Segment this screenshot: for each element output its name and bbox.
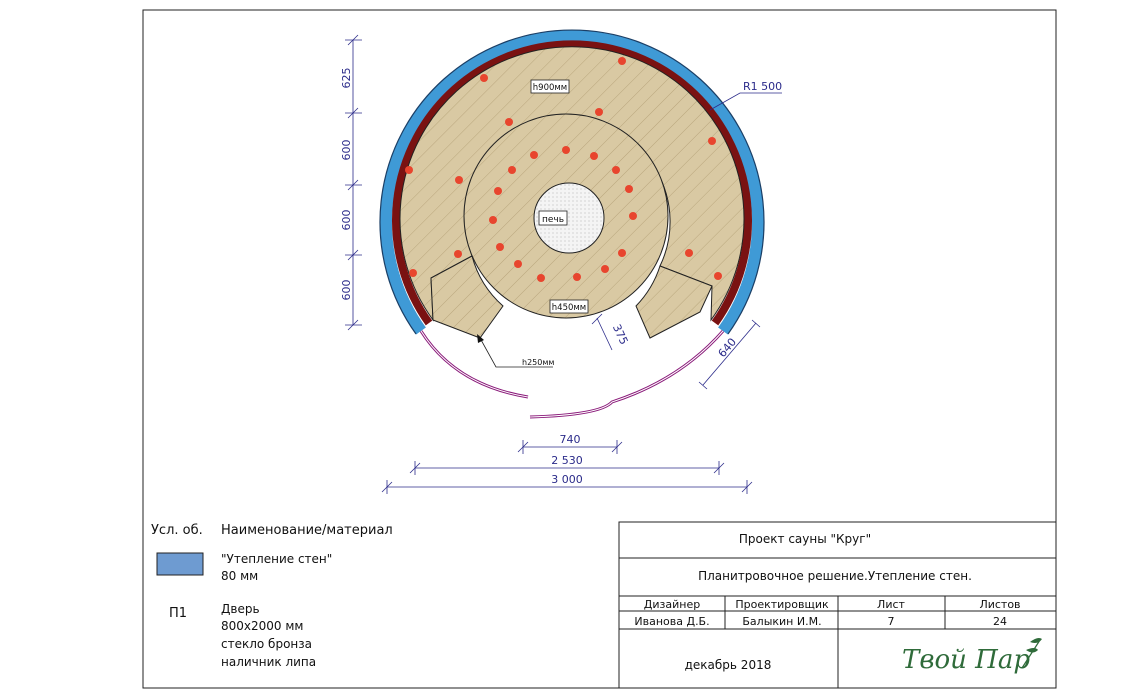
log-wall <box>392 40 752 326</box>
radius-callout: R1 500 <box>709 80 782 111</box>
door-dimension <box>698 319 761 390</box>
legend-item-1-line-2: 80 мм <box>221 569 258 583</box>
value-sheet: 7 <box>888 615 895 628</box>
bench-depth-dimension <box>591 313 613 351</box>
date: декабрь 2018 <box>685 658 772 672</box>
wall-insulation <box>380 30 764 335</box>
dim-bench-depth: 375 <box>610 322 631 347</box>
header-sheets: Листов <box>979 598 1020 611</box>
dim-left-2: 600 <box>340 140 353 161</box>
upper-bench-height: h900мм <box>533 83 567 93</box>
bottom-dimensions <box>381 440 753 494</box>
header-designer: Дизайнер <box>644 598 700 611</box>
dim-bottom-1: 740 <box>560 433 581 446</box>
stove <box>533 182 605 254</box>
dim-left-3: 600 <box>340 210 353 231</box>
header-sheet: Лист <box>877 598 905 611</box>
legend-item-2-line-4: наличник липа <box>221 655 316 669</box>
sheet-title: Планитровочное решение.Утепление стен. <box>698 569 972 583</box>
project-title: Проект сауны "Круг" <box>739 532 871 546</box>
left-dimension-chain <box>345 34 362 331</box>
legend-item-2-line-1: Дверь <box>221 602 260 616</box>
heater-dots <box>405 57 722 282</box>
brand-logo: Твой Пар <box>902 638 1042 675</box>
title-block <box>618 521 1057 689</box>
insulation-swatch <box>156 552 204 576</box>
logo-text: Твой Пар <box>902 645 1030 675</box>
legend-header-name: Наименование/материал <box>221 523 393 538</box>
lower-bench-right <box>635 265 713 339</box>
value-sheets: 24 <box>993 615 1007 628</box>
legend-item-2-line-2: 800х2000 мм <box>221 619 303 633</box>
dim-left-4: 600 <box>340 280 353 301</box>
value-designer: Иванова Д.Б. <box>634 615 709 628</box>
door-swing-right <box>529 330 725 419</box>
legend-header-symbol: Усл. об. <box>151 523 203 538</box>
dim-bottom-2: 2 530 <box>551 454 583 467</box>
dim-door-width: 640 <box>716 336 739 360</box>
header-engineer: Проектировщик <box>735 598 829 611</box>
dim-left-1: 625 <box>340 68 353 89</box>
step-height: h250мм <box>522 358 554 367</box>
dim-bottom-3: 3 000 <box>551 473 583 486</box>
legend-item-2-symbol: П1 <box>169 606 187 621</box>
lower-bench-height: h450мм <box>552 303 586 313</box>
value-engineer: Балыкин И.М. <box>742 615 821 628</box>
legend: Усл. об. Наименование/материал "Утеплени… <box>151 523 393 669</box>
stove-label: печь <box>542 215 564 225</box>
legend-item-2-line-3: стекло бронза <box>221 637 312 651</box>
radius-label: R1 500 <box>743 80 782 93</box>
sauna-plan: печь h900мм h450мм h250мм <box>379 29 765 419</box>
sheet-frame <box>142 9 1057 689</box>
legend-item-1-line-1: "Утепление стен" <box>221 552 332 566</box>
door-swing <box>419 330 529 399</box>
